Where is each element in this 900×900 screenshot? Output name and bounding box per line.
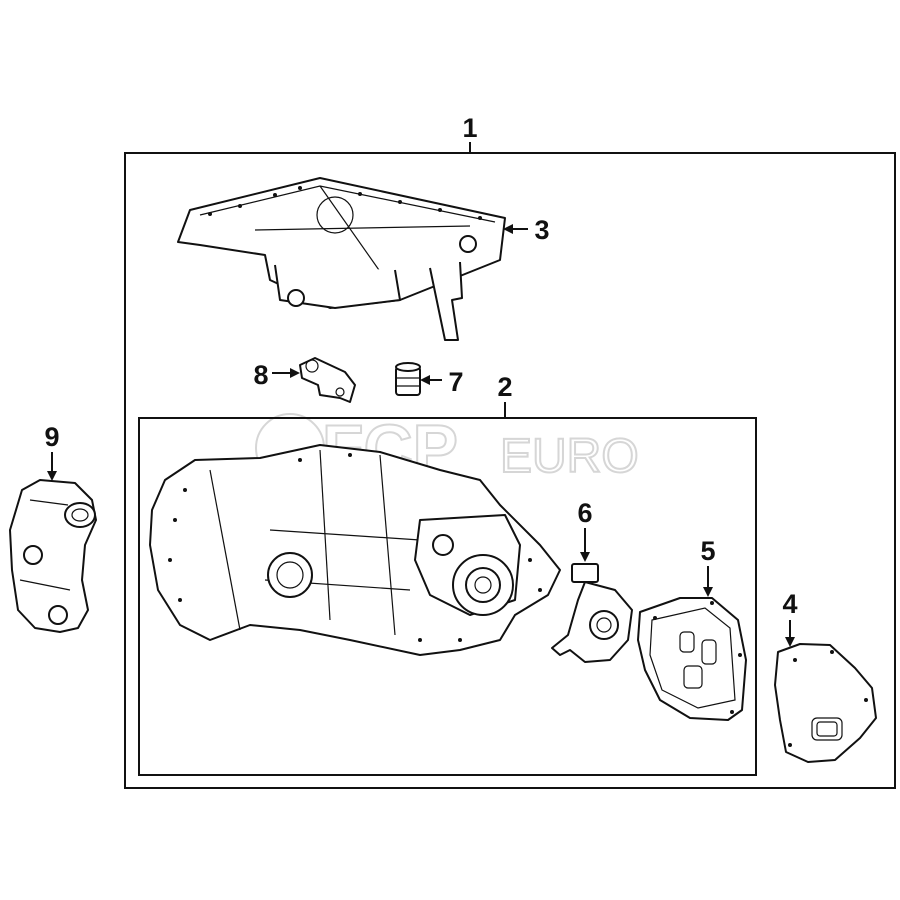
callout-1[interactable]: 1 <box>462 113 477 143</box>
callout-8[interactable]: 8 <box>253 360 268 390</box>
callout-6-arrow-icon <box>580 552 590 562</box>
callout-8-arrow-icon <box>290 368 300 378</box>
callout-9[interactable]: 9 <box>44 422 59 452</box>
callout-4[interactable]: 4 <box>782 589 797 619</box>
callout-7[interactable]: 7 <box>448 367 463 397</box>
callout-3[interactable]: 3 <box>534 215 549 245</box>
part-5-cover[interactable] <box>637 597 747 721</box>
callout-9-arrow-icon <box>47 471 57 481</box>
callout-3-arrow-icon <box>503 224 513 234</box>
part-6-sensor[interactable] <box>551 563 633 663</box>
callout-5-arrow-icon <box>703 587 713 597</box>
part-7-plug[interactable] <box>395 362 421 396</box>
callout-2[interactable]: 2 <box>497 372 512 402</box>
assembly-2-frame <box>138 417 757 776</box>
part-2-housing[interactable] <box>149 444 561 656</box>
part-3-pan[interactable] <box>177 177 506 341</box>
watermark-euro: EURO <box>500 430 639 483</box>
part-4-shield[interactable] <box>774 643 877 763</box>
callout-7-arrow-icon <box>420 375 430 385</box>
callout-4-arrow-icon <box>785 637 795 647</box>
callout-6[interactable]: 6 <box>577 498 592 528</box>
part-9-mount[interactable] <box>9 479 97 633</box>
callout-5[interactable]: 5 <box>700 536 715 566</box>
part-8-fitting[interactable] <box>299 357 356 403</box>
assembly-1-frame <box>124 152 896 789</box>
